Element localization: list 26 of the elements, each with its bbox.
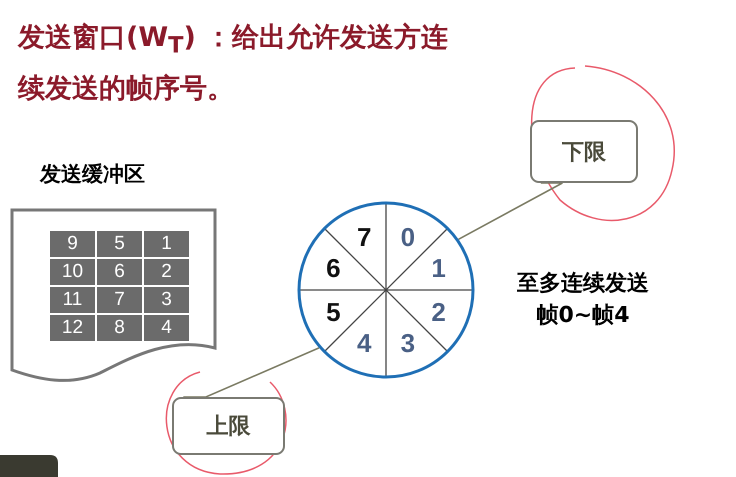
sector-number: 4 bbox=[356, 330, 372, 356]
buffer-cell: 8 bbox=[97, 315, 142, 341]
sector-number: 7 bbox=[356, 224, 372, 250]
buffer-cell: 6 bbox=[97, 259, 142, 285]
sector-number: 0 bbox=[400, 224, 416, 250]
sector-number: 2 bbox=[431, 298, 446, 325]
sector-number: 3 bbox=[400, 330, 416, 356]
buffer-cell: 11 bbox=[50, 287, 95, 313]
buffer-cell: 7 bbox=[97, 287, 142, 313]
sector-wheel bbox=[296, 200, 476, 380]
buffer-cell: 12 bbox=[50, 315, 95, 341]
sector-number: 1 bbox=[431, 255, 446, 282]
sector-number: 6 bbox=[326, 255, 341, 282]
note-text: 至多连续发送帧0~帧4 bbox=[516, 270, 650, 330]
sector-number: 5 bbox=[326, 298, 341, 325]
buffer-cell: 4 bbox=[144, 315, 189, 341]
callout-box: 上限 bbox=[172, 397, 285, 455]
buffer-heading: 发送缓冲区 bbox=[40, 161, 145, 188]
title: 发送窗口(W$_{T}$) ：给出允许发送方连续发送的帧序号。 bbox=[18, 21, 450, 106]
buffer-cell: 9 bbox=[50, 231, 95, 257]
buffer-cell: 2 bbox=[144, 259, 189, 285]
callout-box: 下限 bbox=[530, 120, 638, 183]
buffer-cell: 1 bbox=[144, 231, 189, 257]
buffer-cell: 3 bbox=[144, 287, 189, 313]
buffer-cell: 5 bbox=[97, 231, 142, 257]
buffer-cell: 10 bbox=[50, 259, 95, 285]
